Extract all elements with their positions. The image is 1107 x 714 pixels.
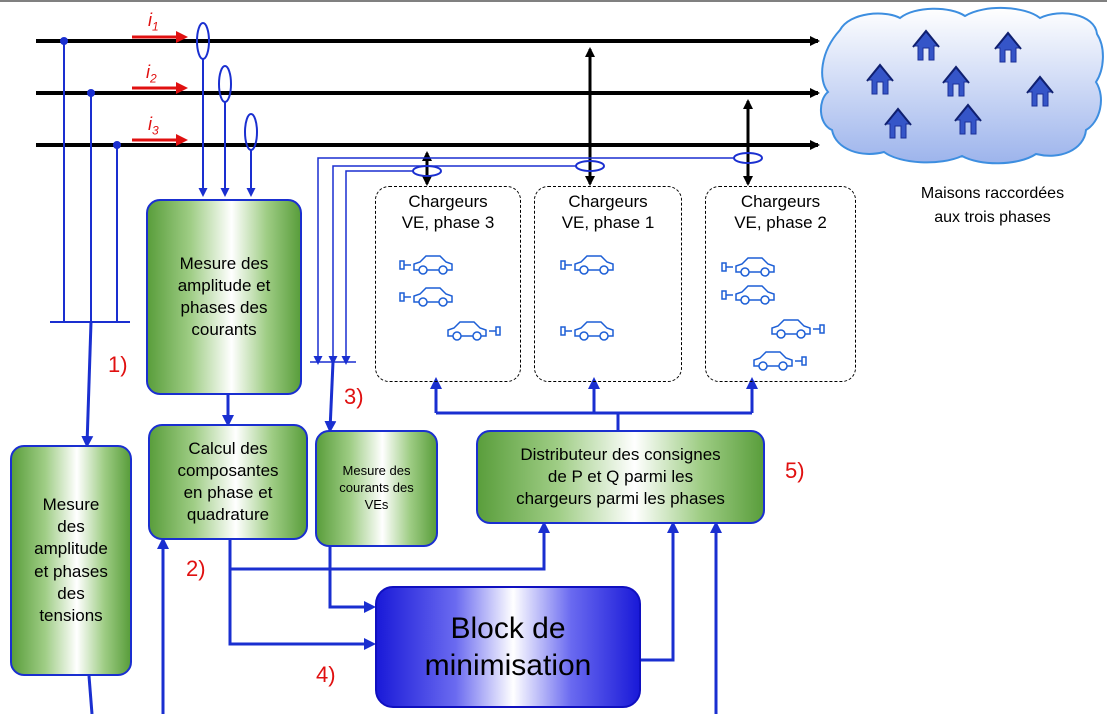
step-1-label: 1) [108,352,128,377]
arrow-to-mesure-ves [324,361,337,433]
tap-node-1 [60,37,68,45]
arrow-to-tensions [81,321,94,448]
current-label-i3: i3 [148,114,159,138]
step-5-label: 5) [785,458,805,483]
charger-title: Chargeurs [408,192,488,211]
step-3-label: 3) [344,384,364,409]
step-2-label: 2) [186,556,206,581]
current-label-i1: i1 [148,10,159,34]
calcul-outputs [87,521,722,714]
distributor-to-chargers [430,377,758,430]
charger-title: Chargeurs [568,192,648,211]
houses-cloud-icon [820,7,1104,165]
charger-subtitle: VE, phase 3 [401,213,495,233]
charger-subtitle: VE, phase 1 [561,213,655,233]
sensor-to-measure-lines [198,59,256,197]
charger-sensor-wires [310,157,734,365]
voltage-taps [50,41,130,323]
tap-node-2 [87,89,95,97]
charger-current-sensors [412,152,763,177]
current-label-i2: i2 [146,62,157,86]
step-4-label: 4) [316,662,336,687]
tap-node-3 [113,141,121,149]
charger-subtitle: VE, phase 2 [734,213,827,233]
charger-title: Chargeurs [740,192,821,211]
